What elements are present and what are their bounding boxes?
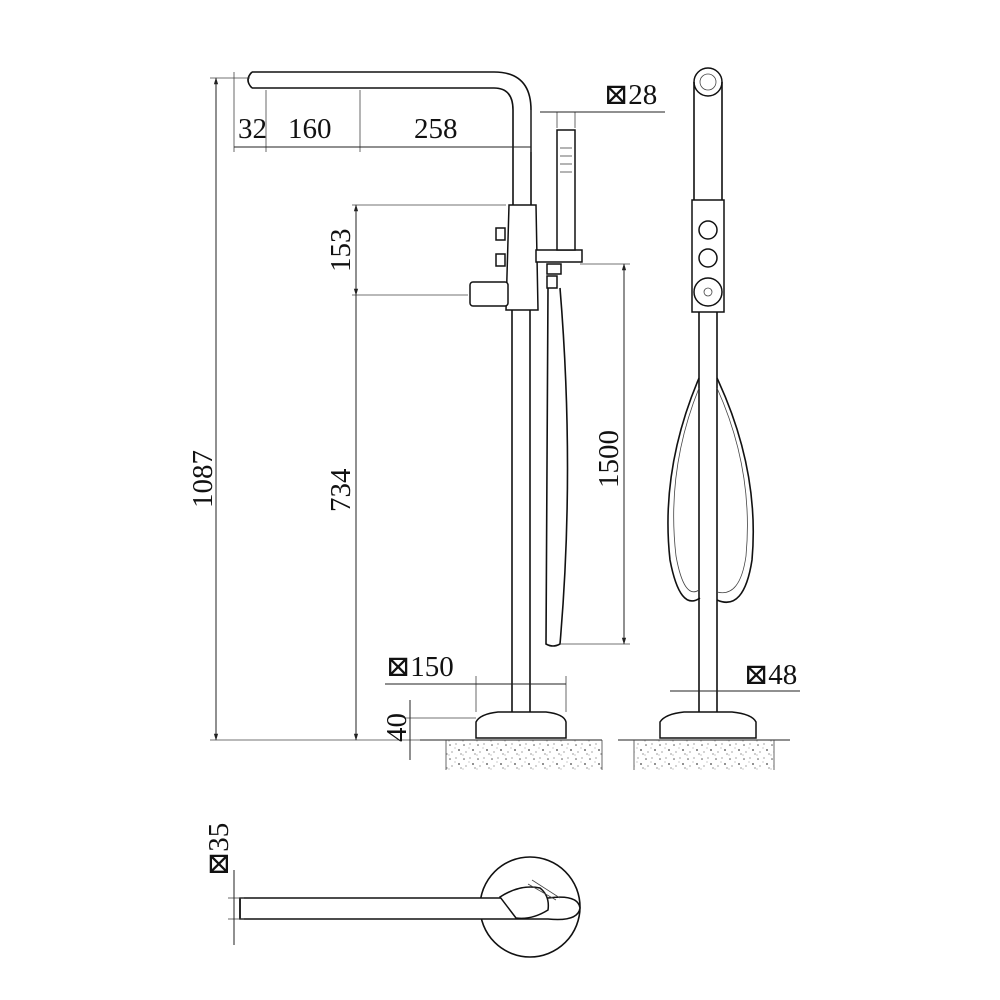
diverter-knob-2 <box>698 248 718 268</box>
dim-160: 160 <box>288 113 332 145</box>
dim-153: 153 <box>325 229 357 273</box>
dimension-lines <box>210 72 800 945</box>
base-plate <box>475 711 567 739</box>
diverter-knob-1 <box>698 220 718 240</box>
hand-shower <box>556 129 576 251</box>
dim-1500: 1500 <box>593 430 625 488</box>
dim-28: ⊠28 <box>604 79 657 111</box>
side-view <box>618 67 790 770</box>
dim-258: 258 <box>414 113 458 145</box>
dim-35: ⊠35 <box>203 823 235 876</box>
top-view <box>239 856 581 958</box>
ground-left <box>446 740 602 770</box>
side-hose-loop <box>667 377 701 602</box>
dim-150: ⊠150 <box>386 651 454 683</box>
dim-48: ⊠48 <box>744 659 797 691</box>
spout-arm <box>252 71 532 205</box>
hose <box>545 287 569 647</box>
ground-right <box>634 740 774 770</box>
mixer-body <box>505 204 539 311</box>
dim-40: 40 <box>381 713 413 742</box>
dim-32: 32 <box>238 113 267 145</box>
side-main-handle <box>693 277 723 307</box>
main-handle <box>469 281 509 307</box>
dim-1087: 1087 <box>187 450 219 508</box>
dim-734: 734 <box>325 468 357 512</box>
front-view <box>247 71 603 770</box>
